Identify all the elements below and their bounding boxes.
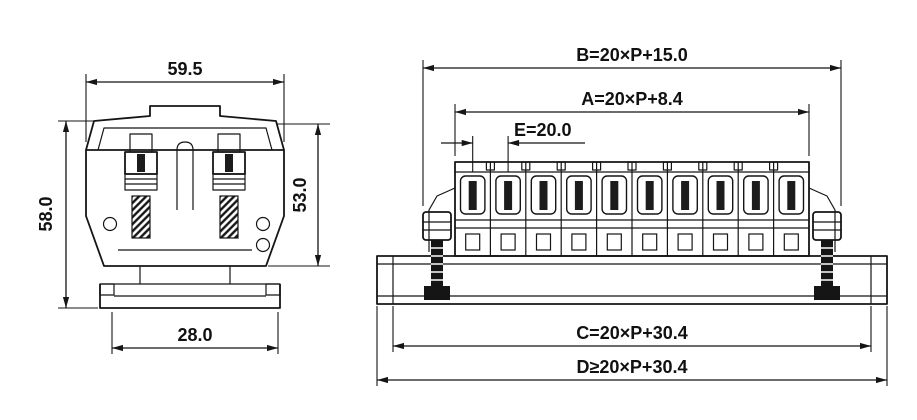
end-screw-head-left [422, 211, 452, 241]
terminal-module [672, 175, 699, 251]
hole-right-top [255, 216, 271, 232]
dimension-e: E=20.0 [441, 120, 585, 172]
end-bracket-right [808, 187, 842, 300]
end-bracket-left [422, 187, 456, 300]
terminal-module [566, 175, 592, 251]
top-notches [485, 161, 779, 171]
housing-outline [85, 149, 285, 267]
dim-label-a: A=20×P+8.4 [581, 89, 683, 109]
center-partition [176, 141, 194, 210]
hole-right-bottom [255, 237, 271, 253]
dim-label-e: E=20.0 [514, 120, 572, 140]
side-view: 59.5 58.0 53.0 28.0 [36, 59, 330, 354]
dimension-side-top-width: 59.5 [85, 59, 285, 142]
terminal-module [601, 175, 628, 251]
dimension-a: A=20×P+8.4 [454, 89, 810, 156]
din-rail-foot [99, 266, 281, 309]
din-rail [376, 255, 888, 305]
end-screw-head-right [812, 211, 842, 241]
dim-label-b: B=20×P+15.0 [576, 45, 688, 65]
terminal-module [778, 175, 805, 251]
dimension-side-left-height: 58.0 [36, 120, 98, 309]
dim-label-side-left-height: 58.0 [36, 196, 56, 231]
dim-label-side-bottom-width: 28.0 [177, 325, 212, 345]
terminal-side-body [85, 105, 285, 309]
dim-label-side-right-height: 53.0 [290, 177, 310, 212]
top-clip [85, 105, 285, 151]
dim-label-d: D≥20×P+30.4 [577, 357, 688, 377]
dimension-side-right-height: 53.0 [268, 123, 330, 267]
terminal-module [743, 175, 769, 251]
dimension-side-bottom-width: 28.0 [111, 312, 279, 354]
terminal-strip [454, 161, 810, 257]
front-view: B=20×P+15.0 A=20×P+8.4 E=20.0 C=20×P+30.… [376, 45, 888, 386]
dimension-b: B=20×P+15.0 [422, 45, 842, 206]
terminal-module [495, 175, 521, 251]
terminal-module [459, 175, 486, 251]
terminal-module [707, 175, 734, 251]
dim-label-c: C=20×P+30.4 [576, 323, 688, 343]
dim-label-side-top-width: 59.5 [167, 59, 202, 79]
dimension-d: D≥20×P+30.4 [376, 306, 888, 386]
module-dividers [489, 162, 775, 256]
hole-left [102, 216, 118, 232]
terminal-module [530, 175, 557, 251]
terminal-module [636, 175, 663, 251]
dimension-c: C=20×P+30.4 [392, 306, 872, 352]
